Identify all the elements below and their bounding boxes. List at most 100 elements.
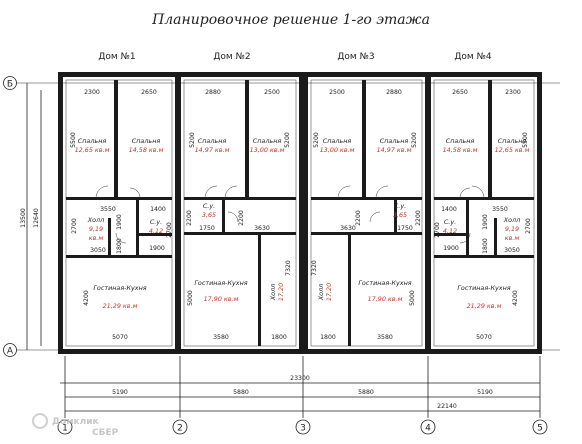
h1-hall-unit: кв.м bbox=[89, 234, 104, 242]
axis-label-3: 3 bbox=[300, 424, 306, 434]
h4-bedroom-2-area: 12,65 кв.м bbox=[495, 146, 530, 154]
h2-dim-7320: 7320 bbox=[285, 260, 292, 276]
h2-living-area: 17,90 кв.м bbox=[204, 295, 239, 303]
h4-dim-1900: 1900 bbox=[482, 214, 489, 230]
h4-wc-area: 4,12 bbox=[443, 227, 457, 235]
h4-wc-name: С.у. bbox=[444, 218, 456, 226]
door-swings bbox=[95, 185, 485, 244]
h4-dim-3050: 3050 bbox=[504, 247, 520, 254]
axis-label-5: 5 bbox=[537, 424, 543, 434]
watermark-sub: СБЕР bbox=[92, 428, 119, 438]
house-4-partitions bbox=[434, 80, 534, 258]
h4-bedroom-1-area: 14,58 кв.м bbox=[443, 146, 478, 154]
h2-dim-2200b: 2200 bbox=[238, 210, 245, 226]
h1-wc-name: С.у. bbox=[150, 218, 162, 226]
h3-wc-name: С.у. bbox=[394, 202, 406, 210]
h1-bedroom-1-name: Спальня bbox=[78, 137, 107, 145]
h3-hall-name: Холл bbox=[317, 284, 325, 301]
house-2-partitions bbox=[184, 80, 296, 346]
h3-bedroom-1-area: 13,00 кв.м bbox=[320, 146, 355, 154]
h1-dim-1900b: 1900 bbox=[149, 245, 165, 252]
h4-hall-name: Холл bbox=[503, 216, 520, 224]
dim-top-5: 2500 bbox=[329, 89, 345, 96]
h1-dim-4200: 4200 bbox=[83, 290, 90, 306]
h2-dim-3580: 3580 bbox=[213, 334, 229, 341]
h4-living-area: 21,29 кв.м bbox=[467, 302, 502, 310]
h4-bedroom-2-name: Спальня bbox=[498, 137, 527, 145]
plan-title: Планировочное решение 1-го этажа bbox=[151, 12, 430, 28]
axis-label-a: А bbox=[7, 347, 14, 357]
dim-span-4: 5190 bbox=[477, 389, 493, 396]
h1-dim-1400: 1400 bbox=[150, 206, 166, 213]
axis-column-lines bbox=[64, 356, 541, 418]
h2-hall-area: 17,20 bbox=[277, 283, 285, 301]
axis-marker-b bbox=[3, 76, 17, 90]
dim-12640: 12640 bbox=[33, 208, 40, 228]
h3-dim-2200: 2200 bbox=[355, 210, 362, 226]
h2-dim-1800: 1800 bbox=[271, 334, 287, 341]
dim-top-1: 2300 bbox=[84, 89, 100, 96]
h3-living-name: Гостиная-Кухня bbox=[358, 279, 411, 287]
axis-label-2: 2 bbox=[177, 424, 183, 434]
h1-bedroom-2-name: Спальня bbox=[132, 137, 161, 145]
h2-hall-name: Холл bbox=[269, 284, 277, 301]
h4-dim-4200: 4200 bbox=[512, 290, 519, 306]
h2-wc-name: С.у. bbox=[203, 202, 215, 210]
h3-dim-7320: 7320 bbox=[311, 260, 318, 276]
h2-dim-3630: 3630 bbox=[254, 225, 270, 232]
dim-h1-bed-height: 5500 bbox=[70, 132, 77, 148]
house-label-1: Дом №1 bbox=[98, 52, 135, 62]
watermark: Домклик СБЕР bbox=[32, 413, 119, 438]
h3-dim-5000: 5000 bbox=[409, 290, 416, 306]
h3-dim-1750: 1750 bbox=[397, 225, 413, 232]
dim-span-3: 5880 bbox=[358, 389, 374, 396]
dim-span-1: 5190 bbox=[112, 389, 128, 396]
h1-dim-2700: 2700 bbox=[71, 218, 78, 234]
dim-top-7: 2650 bbox=[452, 89, 468, 96]
h4-hall-unit: кв.м bbox=[505, 234, 520, 242]
h2-bedroom-1-area: 14,97 кв.м bbox=[195, 146, 230, 154]
h1-hall-area: 9,19 bbox=[89, 225, 103, 233]
h1-bedroom-1-area: 12,65 кв.м bbox=[75, 146, 110, 154]
house-3-partitions bbox=[311, 80, 422, 346]
house-1-partitions bbox=[66, 80, 172, 258]
h1-dim-1900: 1900 bbox=[116, 214, 123, 230]
h3-dim-3580: 3580 bbox=[377, 334, 393, 341]
house-label-3: Дом №3 bbox=[337, 52, 374, 62]
h2-wc-area: 3,65 bbox=[202, 211, 216, 219]
h1-hall-name: Холл bbox=[87, 216, 104, 224]
axis-label-1: 1 bbox=[62, 424, 68, 434]
h4-hall-area: 9,19 bbox=[505, 225, 519, 233]
h3-hall-area: 17,20 bbox=[325, 283, 333, 301]
axis-marker-2 bbox=[172, 419, 188, 435]
h2-dim-2200: 2200 bbox=[186, 210, 193, 226]
axis-marker-3 bbox=[295, 419, 311, 435]
axis-label-4: 4 bbox=[425, 424, 431, 434]
h2-bedroom-2-name: Спальня bbox=[253, 137, 282, 145]
dim-bottom-22140: 22140 bbox=[437, 403, 457, 410]
dim-h3-bed-height: 5200 bbox=[313, 132, 320, 148]
axis-marker-5 bbox=[532, 419, 548, 435]
h1-bedroom-2-area: 14,58 кв.м bbox=[129, 146, 164, 154]
dim-bottom-total: 23300 bbox=[290, 375, 310, 382]
h4-living-name: Гостиная-Кухня bbox=[457, 284, 510, 292]
outer-walls bbox=[58, 72, 542, 354]
house-label-2: Дом №2 bbox=[213, 52, 250, 62]
h2-dim-1750: 1750 bbox=[199, 225, 215, 232]
watermark-brand: Домклик bbox=[52, 417, 99, 427]
h4-dim-1800: 1800 bbox=[482, 238, 489, 254]
dim-h3-bed-height-b: 5200 bbox=[411, 132, 418, 148]
h2-living-name: Гостиная-Кухня bbox=[194, 279, 247, 287]
dim-top-4: 2500 bbox=[264, 89, 280, 96]
h3-dim-2200b: 2200 bbox=[415, 210, 422, 226]
axis-marker-a bbox=[3, 343, 17, 357]
h4-dim-1400: 1400 bbox=[441, 206, 457, 213]
dim-span-2: 5880 bbox=[233, 389, 249, 396]
h3-bedroom-1-name: Спальня bbox=[323, 137, 352, 145]
h1-dim-5070: 5070 bbox=[112, 334, 128, 341]
dim-13500: 13500 bbox=[20, 208, 27, 228]
h3-living-area: 17,90 кв.м bbox=[368, 295, 403, 303]
h1-dim-1800: 1800 bbox=[116, 238, 123, 254]
watermark-logo-icon bbox=[32, 413, 48, 429]
dim-h2-bed-height: 5200 bbox=[189, 132, 196, 148]
